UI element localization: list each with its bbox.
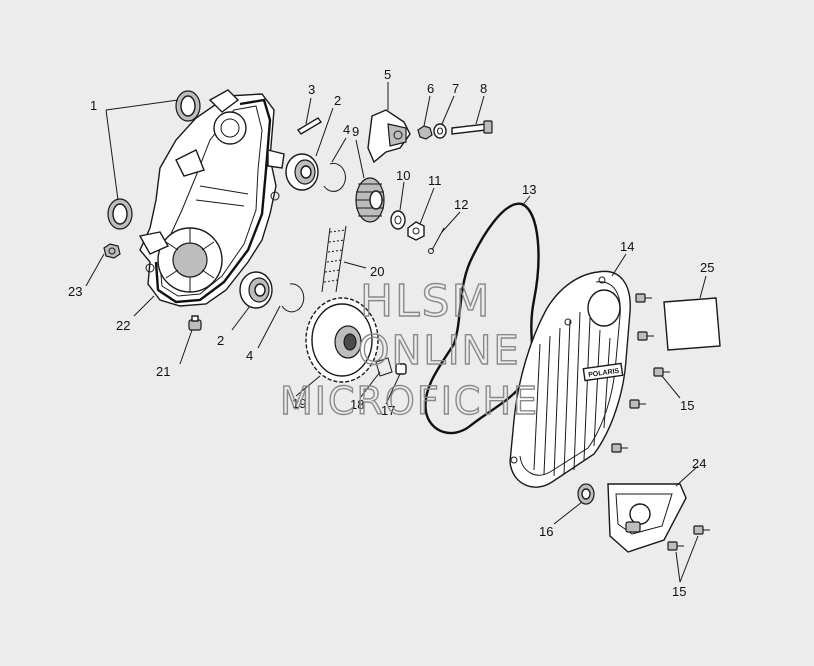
snap-ring-upper	[323, 162, 346, 192]
cover-bolt	[667, 541, 684, 551]
tensioner-bolt	[451, 120, 493, 135]
callout-20: 20	[370, 264, 384, 279]
sprocket-nut	[407, 221, 425, 241]
callout-14: 14	[620, 239, 634, 254]
callout-25: 25	[700, 260, 714, 275]
callout-12: 12	[454, 197, 468, 212]
callout-19: 19	[292, 396, 306, 411]
callout-15-upper: 15	[680, 398, 694, 413]
callout-5: 5	[384, 67, 391, 82]
sprocket-washer	[390, 210, 406, 230]
callout-4-lower: 4	[246, 348, 253, 363]
drain-plug	[188, 315, 202, 331]
callout-7: 7	[452, 81, 459, 96]
callout-8: 8	[480, 81, 487, 96]
callout-1: 1	[90, 98, 97, 113]
cover-bushing	[577, 483, 595, 505]
callout-6: 6	[427, 81, 434, 96]
drive-sprocket	[355, 177, 385, 223]
retainer-plate	[375, 357, 393, 377]
decal	[663, 297, 721, 351]
callout-13: 13	[522, 182, 536, 197]
woodruff-key	[296, 117, 323, 135]
cover-bolt	[629, 399, 646, 409]
callout-2-upper: 2	[334, 93, 341, 108]
cover-bolt	[611, 443, 628, 453]
callout-10: 10	[396, 168, 410, 183]
bearing-lower	[239, 271, 273, 309]
bearing-upper	[285, 153, 319, 191]
drive-chain	[321, 225, 347, 293]
watermark: HLSM ONLINE MICROFICHE	[279, 275, 539, 423]
oil-seal-upper	[175, 90, 201, 122]
callout-11: 11	[428, 173, 442, 188]
cover-bolt-set	[611, 293, 710, 551]
housing-nut	[103, 243, 121, 259]
tensioner-washer	[433, 123, 447, 139]
cover-bolt	[637, 331, 654, 341]
cover-bolt	[653, 367, 670, 377]
callout-2-lower: 2	[217, 333, 224, 348]
callout-17: 17	[381, 403, 395, 418]
leader-lines	[85, 82, 707, 583]
callout-3: 3	[308, 82, 315, 97]
callout-4-upper: 4	[343, 122, 350, 137]
cover-guard	[607, 483, 687, 553]
cover-brand-logo: POLARIS	[588, 368, 620, 379]
callout-21: 21	[156, 364, 170, 379]
oil-seal-lower	[107, 198, 133, 230]
callout-18: 18	[350, 397, 364, 412]
cover-bolt	[635, 293, 652, 303]
watermark-line-2: ONLINE	[358, 328, 521, 374]
callout-24: 24	[692, 456, 706, 471]
driven-sprocket	[305, 297, 379, 383]
callout-23: 23	[68, 284, 82, 299]
callout-15-lower: 15	[672, 584, 686, 599]
sprocket-bolt	[395, 363, 407, 375]
callout-16: 16	[539, 524, 553, 539]
cover-bolt	[693, 525, 710, 535]
watermark-line-1: HLSM	[360, 276, 492, 327]
callout-22: 22	[116, 318, 130, 333]
callout-9: 9	[352, 124, 359, 139]
chaincase-housing	[138, 89, 285, 307]
chain-tensioner	[367, 109, 411, 164]
chaincase-cover: POLARIS	[509, 270, 631, 488]
watermark-line-3: MICROFICHE	[280, 379, 539, 423]
cover-gasket	[424, 202, 540, 435]
callout-labels: 1 2 2 3 4 4 5 6 7 8 9 10 11 12 13 14 15 …	[68, 67, 714, 599]
snap-ring-lower	[281, 283, 305, 313]
cotter-pin	[428, 227, 445, 254]
tensioner-nut	[417, 125, 433, 140]
